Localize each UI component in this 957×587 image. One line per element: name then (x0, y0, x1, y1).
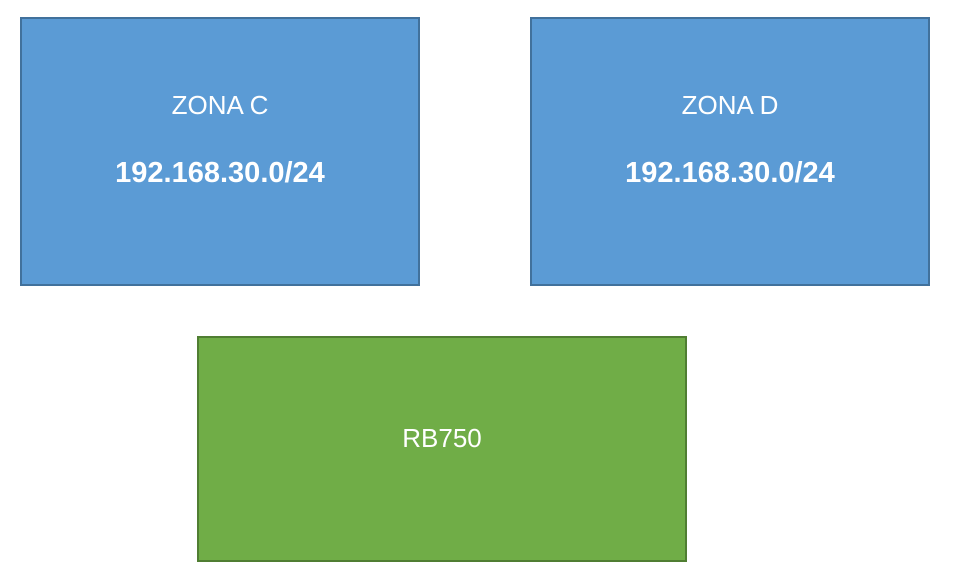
zone-d-network: 192.168.30.0/24 (625, 157, 835, 189)
router-name: RB750 (402, 423, 482, 453)
zone-d-name: ZONA D (681, 90, 779, 120)
zone-c-box: ZONA C 192.168.30.0/24 (20, 17, 420, 286)
zone-d-box: ZONA D 192.168.30.0/24 (530, 17, 930, 286)
zone-c-network: 192.168.30.0/24 (115, 157, 325, 189)
zone-c-name: ZONA C (171, 90, 269, 120)
router-box: RB750 (197, 336, 687, 562)
